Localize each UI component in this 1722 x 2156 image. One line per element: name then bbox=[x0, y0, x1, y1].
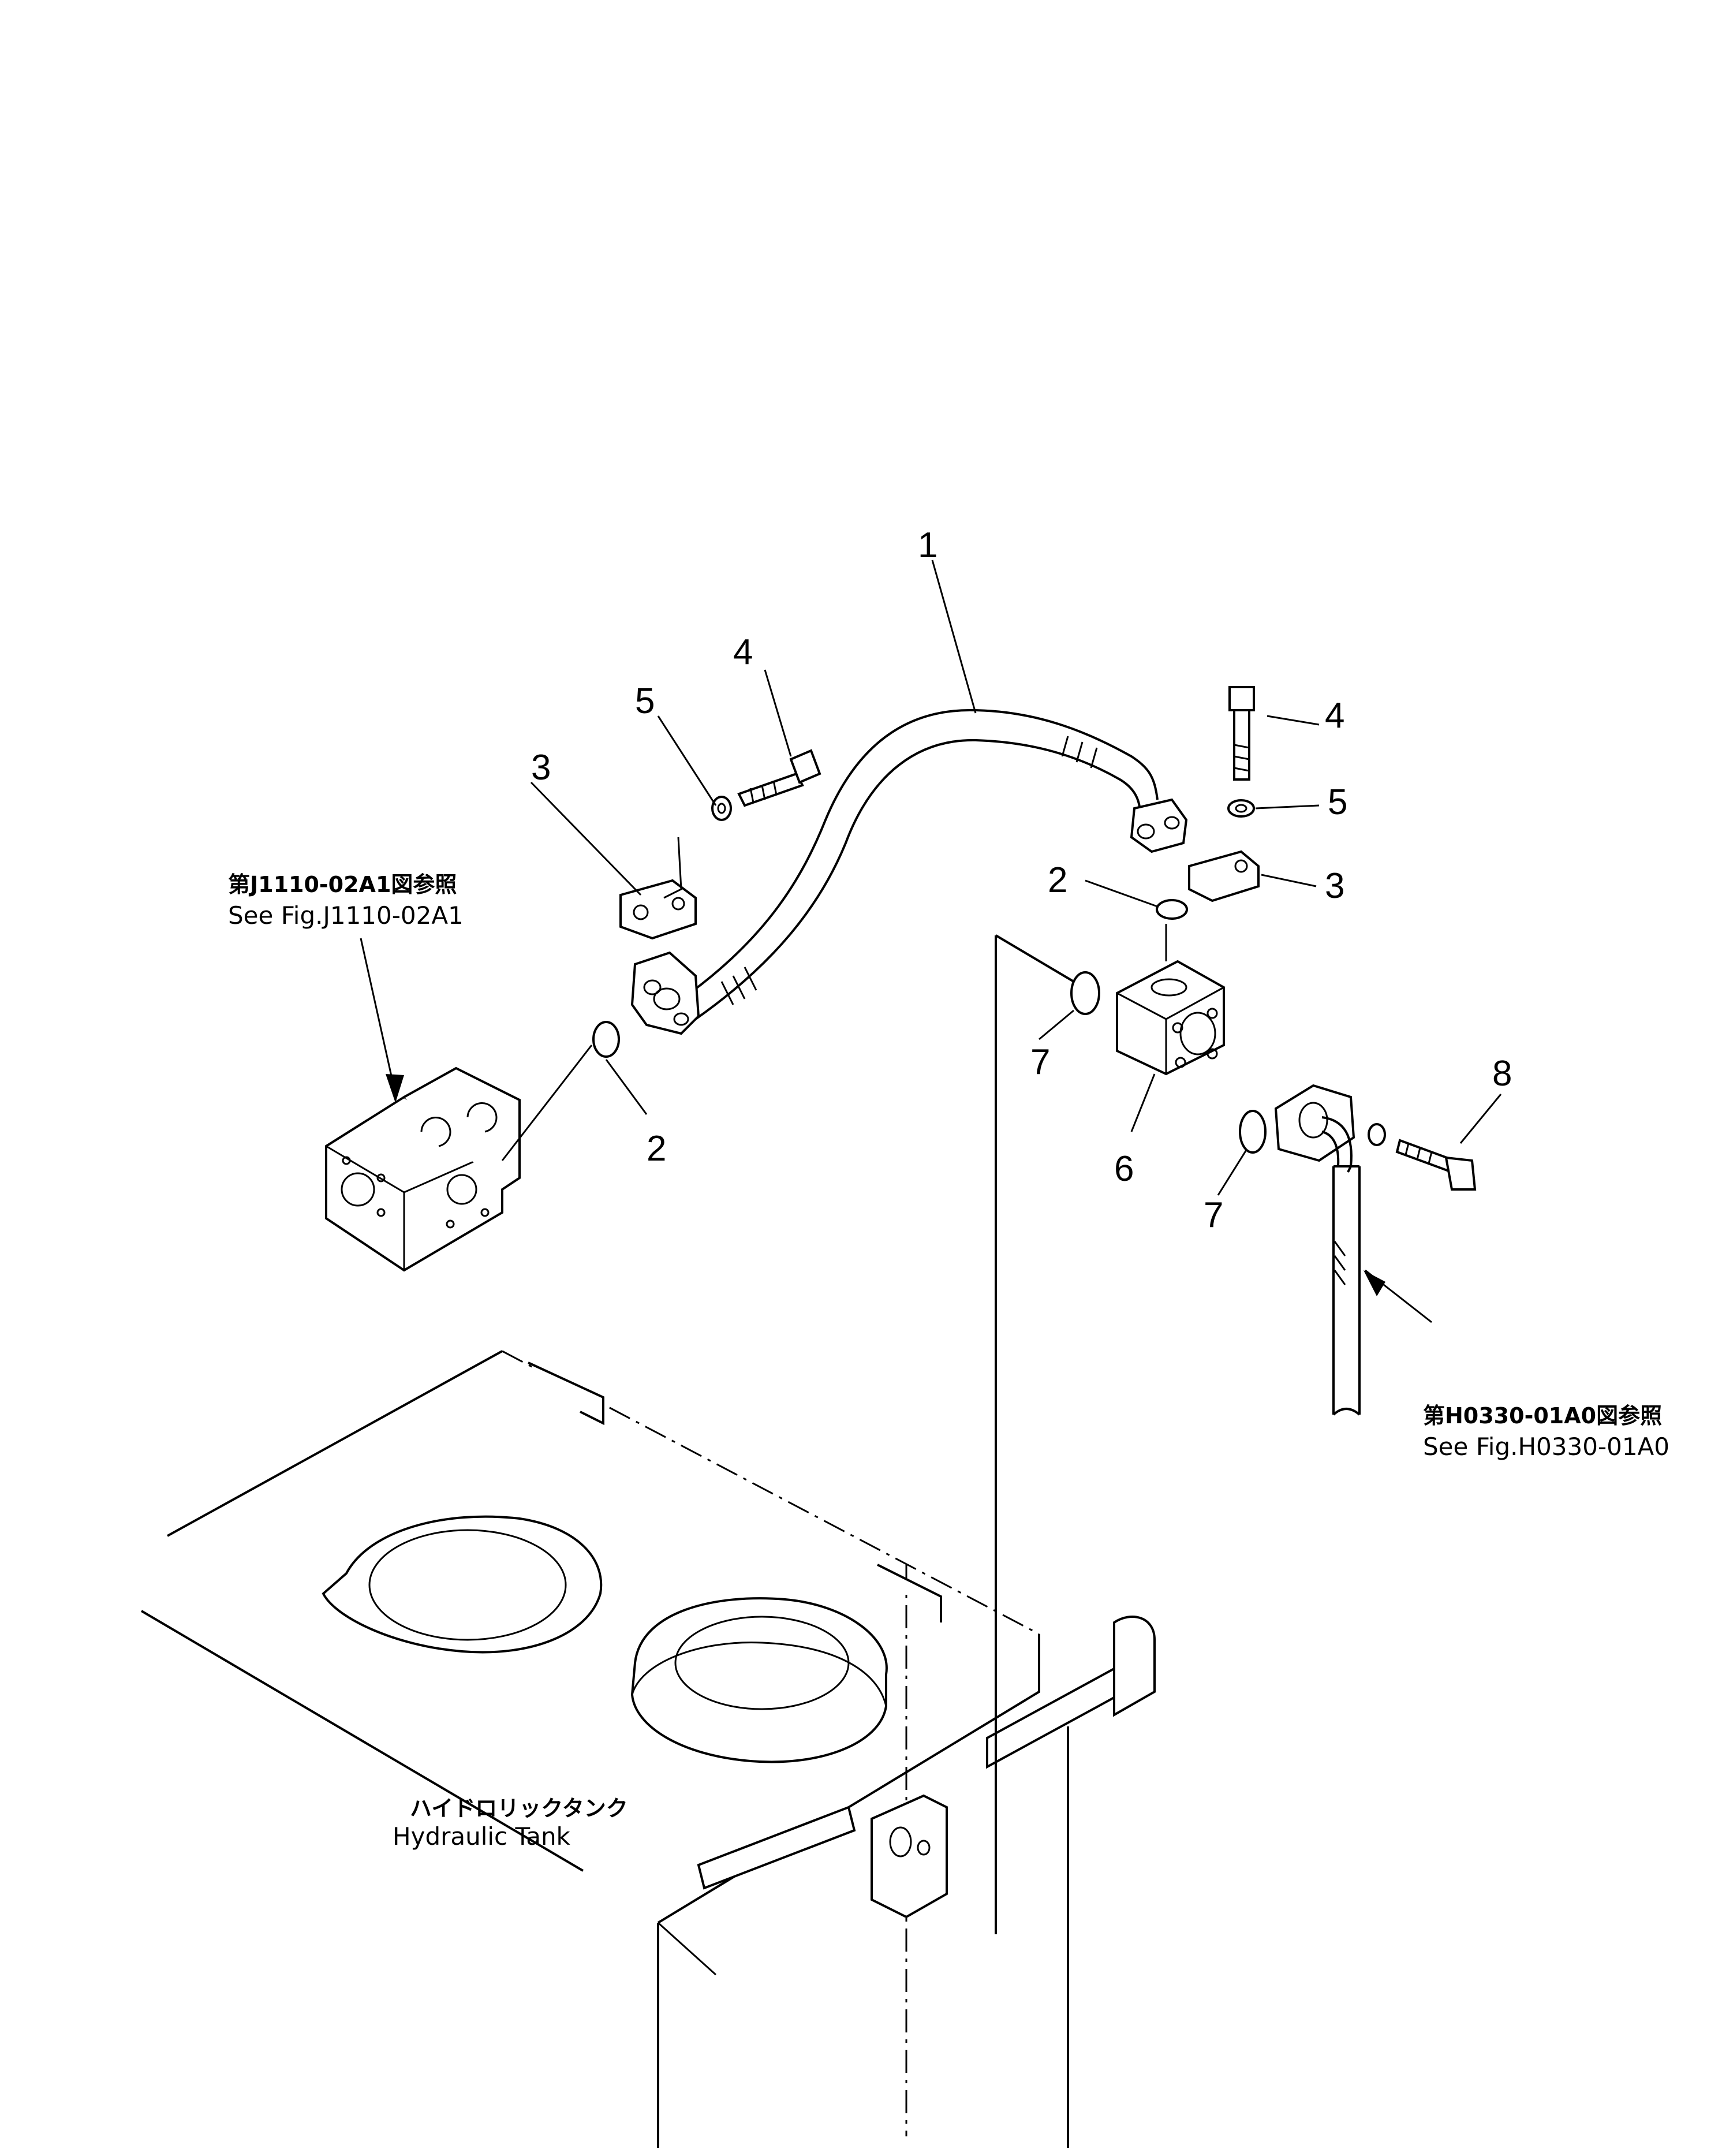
o-ring-7-lower bbox=[1239, 1110, 1267, 1154]
hose-assembly bbox=[630, 708, 1188, 1035]
tank-label-en: Hydraulic Tank bbox=[393, 1822, 571, 1851]
o-ring-2-right bbox=[1156, 899, 1188, 920]
washer-left bbox=[711, 796, 732, 821]
callout-2-right: 2 bbox=[1048, 860, 1067, 900]
callout-5-right: 5 bbox=[1328, 782, 1347, 822]
ref-right-jp: 第H0330-01A0図参照 bbox=[1423, 1403, 1662, 1428]
callout-3-left: 3 bbox=[531, 748, 551, 788]
ref-right-en: See Fig.H0330-01A0 bbox=[1423, 1433, 1669, 1461]
callout-5-left: 5 bbox=[635, 681, 655, 721]
washer-8 bbox=[1368, 1123, 1386, 1146]
callout-4-right: 4 bbox=[1325, 696, 1344, 736]
callout-7-lower: 7 bbox=[1204, 1195, 1223, 1235]
tank-label-jp: ハイドロリックタンク bbox=[410, 1796, 628, 1821]
washer-right bbox=[1227, 799, 1255, 818]
callout-2-left: 2 bbox=[647, 1129, 666, 1169]
bolt-8 bbox=[1395, 1139, 1477, 1191]
callout-1: 1 bbox=[918, 525, 937, 565]
o-ring-7-upper bbox=[1070, 971, 1100, 1015]
hydraulic-tank bbox=[140, 1350, 1156, 2148]
callout-3-right: 3 bbox=[1325, 866, 1344, 906]
adapter-block-6 bbox=[1116, 960, 1225, 1076]
callout-7-upper: 7 bbox=[1030, 1042, 1050, 1082]
arrow-right-ref bbox=[1364, 1270, 1385, 1296]
callout-4-left: 4 bbox=[733, 632, 753, 672]
o-ring-2-left bbox=[592, 1021, 620, 1058]
bolt-right bbox=[1228, 686, 1255, 781]
lower-hose bbox=[1274, 1084, 1361, 1416]
ref-left-en: See Fig.J1110-02A1 bbox=[228, 901, 464, 930]
control-valve-block bbox=[325, 1066, 521, 1272]
callout-8: 8 bbox=[1492, 1054, 1512, 1094]
ref-left-jp: 第J1110-02A1図参照 bbox=[228, 872, 457, 897]
bolt-left bbox=[737, 749, 821, 807]
split-flange-right bbox=[1188, 850, 1260, 902]
callout-6: 6 bbox=[1114, 1149, 1134, 1189]
split-flange-left bbox=[619, 879, 697, 940]
arrow-left-ref bbox=[386, 1074, 404, 1103]
route-line bbox=[995, 934, 1075, 1934]
